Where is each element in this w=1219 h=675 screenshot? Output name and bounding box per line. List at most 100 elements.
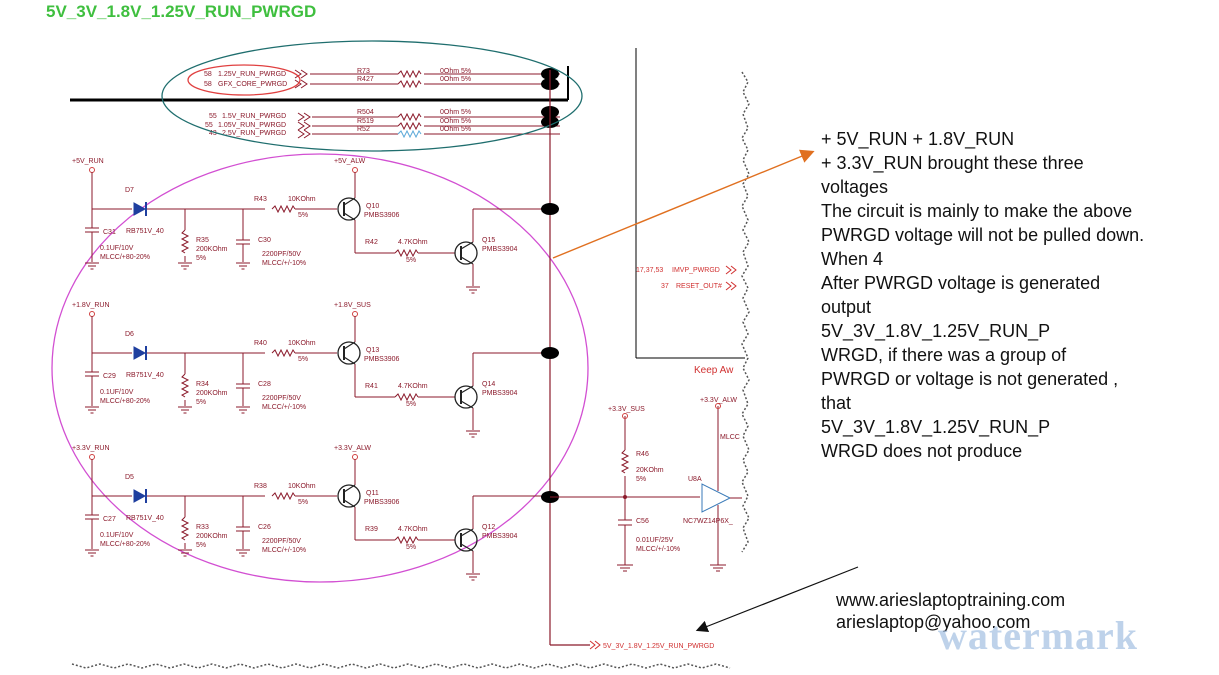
res-div-ref: R35 bbox=[196, 237, 209, 244]
res-col-tol: 5% bbox=[406, 544, 416, 551]
cap-b-val2: MLCC/+/-10% bbox=[262, 547, 306, 554]
contact-info: www.arieslaptoptraining.com arieslaptop@… bbox=[836, 589, 1065, 633]
res-div-val1: 200KOhm bbox=[196, 246, 228, 253]
right-net-name-1: IMVP_PWRGD bbox=[672, 267, 720, 274]
pnp-part: PMBS3906 bbox=[364, 212, 400, 219]
pullup-tol: 5% bbox=[636, 476, 646, 483]
annotation-line: 5V_3V_1.8V_1.25V_RUN_P bbox=[821, 417, 1051, 437]
annotation-line: output bbox=[821, 297, 872, 317]
input-pin-2: 58 bbox=[204, 81, 212, 88]
diode-part: RB751V_40 bbox=[126, 228, 164, 235]
cap-a-val1: 0.1UF/10V bbox=[100, 532, 134, 539]
right-net-pins-2: 37 bbox=[661, 283, 669, 290]
annotation-line: When 4 bbox=[821, 249, 884, 269]
npn-ref: Q15 bbox=[482, 237, 495, 244]
cap-b-val2: MLCC/+/-10% bbox=[262, 260, 306, 267]
watermark-logo: watermark bbox=[938, 613, 1139, 658]
output-net-label: 5V_3V_1.8V_1.25V_RUN_PWRGD bbox=[603, 643, 714, 650]
buffer-ref: U8A bbox=[688, 476, 702, 483]
pnp-supply: +1.8V_SUS bbox=[334, 302, 371, 309]
input-pin-5: 43 bbox=[209, 130, 217, 137]
diode-part: RB751V_40 bbox=[126, 372, 164, 379]
diode-ref: D5 bbox=[125, 474, 134, 481]
res-col-tol: 5% bbox=[406, 257, 416, 264]
annotation-line: WRGD does not produce bbox=[821, 441, 1023, 461]
annotation-text: + 5V_RUN + 1.8V_RUN + 3.3V_RUN brought t… bbox=[821, 127, 1211, 463]
annotation-line: After PWRGD voltage is generated bbox=[821, 273, 1101, 293]
top-inputs: 58 1.25V_RUN_PWRGD R73 0Ohm 5% 58 GFX_CO… bbox=[204, 68, 471, 137]
annotation-line: PWRGD voltage will not be pulled down. bbox=[821, 225, 1145, 245]
npn-ref: Q12 bbox=[482, 524, 495, 531]
annotation-line: that bbox=[821, 393, 852, 413]
input-net-1: 1.25V_RUN_PWRGD bbox=[218, 71, 286, 78]
cap-a-val2: MLCC/+80-20% bbox=[100, 541, 150, 548]
input-res-3: R504 bbox=[357, 109, 374, 116]
rail-label: +3.3V_RUN bbox=[72, 445, 110, 452]
email-text: arieslaptop@yahoo.com bbox=[836, 612, 1031, 632]
input-res-4: R519 bbox=[357, 118, 374, 125]
input-res-5: R52 bbox=[357, 126, 370, 133]
cap-a-val1: 0.1UF/10V bbox=[100, 389, 134, 396]
res-col-val: 4.7KOhm bbox=[398, 239, 428, 246]
input-res-1: R73 bbox=[357, 68, 370, 75]
res-div-ref: R34 bbox=[196, 381, 209, 388]
input-net-2: GFX_CORE_PWRGD bbox=[218, 81, 287, 88]
cap-b-val1: 2200PF/50V bbox=[262, 395, 301, 402]
res-base-ref: R40 bbox=[254, 340, 267, 347]
res-base-tol: 5% bbox=[298, 499, 308, 506]
cap-b-val2: MLCC/+/-10% bbox=[262, 404, 306, 411]
pnp-ref: Q11 bbox=[366, 490, 379, 497]
res-col-val: 4.7KOhm bbox=[398, 526, 428, 533]
cap-b-val1: 2200PF/50V bbox=[262, 538, 301, 545]
right-net-pins-1: 17,37,53 bbox=[636, 267, 663, 274]
input-val-3: 0Ohm 5% bbox=[440, 109, 471, 116]
pullup-val: 20KOhm bbox=[636, 467, 664, 474]
input-pin-3: 55 bbox=[209, 113, 217, 120]
output-stage: +3.3V_SUS R46 20KOhm 5% C56 0.01UF/25V M… bbox=[608, 397, 740, 553]
cap-b-ref: C26 bbox=[258, 524, 271, 531]
npn-part: PMBS3904 bbox=[482, 246, 518, 253]
annotation-line: WRGD, if there was a group of bbox=[821, 345, 1067, 365]
callout-arrow-orange bbox=[552, 149, 815, 259]
rail-label: +1.8V_RUN bbox=[72, 302, 110, 309]
pnp-supply: +3.3V_ALW bbox=[334, 445, 371, 452]
pnp-part: PMBS3906 bbox=[364, 499, 400, 506]
cap-a-ref: C27 bbox=[103, 516, 116, 523]
right-net-name-2: RESET_OUT# bbox=[676, 283, 722, 290]
annotation-line: + 3.3V_RUN brought these three bbox=[821, 153, 1084, 173]
res-col-ref: R41 bbox=[365, 383, 378, 390]
res-div-val2: 5% bbox=[196, 399, 206, 406]
output-supply: +3.3V_SUS bbox=[608, 406, 645, 413]
npn-part: PMBS3904 bbox=[482, 533, 518, 540]
res-base-tol: 5% bbox=[298, 212, 308, 219]
npn-ref: Q14 bbox=[482, 381, 495, 388]
res-col-val: 4.7KOhm bbox=[398, 383, 428, 390]
diode-part: RB751V_40 bbox=[126, 515, 164, 522]
res-base-val: 10KOhm bbox=[288, 340, 316, 347]
input-net-5: 2.5V_RUN_PWRGD bbox=[222, 130, 286, 137]
rail-label: +5V_RUN bbox=[72, 158, 104, 165]
res-base-val: 10KOhm bbox=[288, 196, 316, 203]
cap-b-ref: C28 bbox=[258, 381, 271, 388]
cap-b-ref: C30 bbox=[258, 237, 271, 244]
input-pin-4: 55 bbox=[205, 122, 213, 129]
keep-label: Keep Aw bbox=[694, 365, 734, 376]
pnp-ref: Q10 bbox=[366, 203, 379, 210]
buffer-supply: +3.3V_ALW bbox=[700, 397, 737, 404]
res-base-ref: R43 bbox=[254, 196, 267, 203]
stage-1-8v: +1.8V_RUND6RB751V_40C290.1UF/10VMLCC/+80… bbox=[72, 302, 550, 438]
input-val-1: 0Ohm 5% bbox=[440, 68, 471, 75]
torn-edge-right bbox=[741, 71, 750, 553]
diode-ref: D7 bbox=[125, 187, 134, 194]
input-pin-1: 58 bbox=[204, 71, 212, 78]
out-cap-val1: 0.01UF/25V bbox=[636, 537, 674, 544]
cap-a-val1: 0.1UF/10V bbox=[100, 245, 134, 252]
res-div-val1: 200KOhm bbox=[196, 390, 228, 397]
pnp-part: PMBS3906 bbox=[364, 356, 400, 363]
cap-a-ref: C31 bbox=[103, 229, 116, 236]
buffer-cap: MLCC bbox=[720, 434, 740, 441]
annotation-line: The circuit is mainly to make the above bbox=[821, 201, 1133, 221]
pullup-ref: R46 bbox=[636, 451, 649, 458]
annotation-line: 5V_3V_1.8V_1.25V_RUN_P bbox=[821, 321, 1051, 341]
